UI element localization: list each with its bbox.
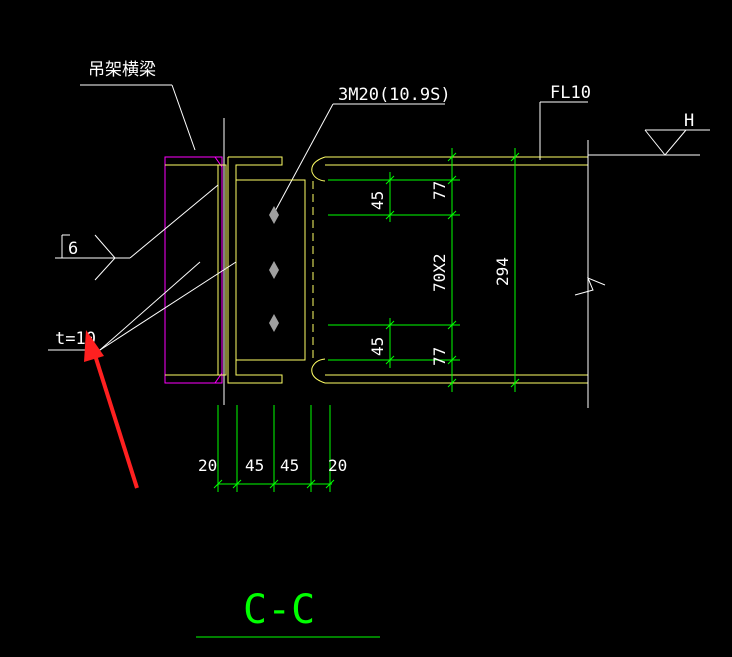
elevation-marker	[588, 129, 710, 156]
vertical-dimensions	[328, 148, 520, 392]
beam-label-leader	[80, 84, 196, 151]
dim-top-45: 45	[368, 191, 387, 210]
hdim-1: 20	[198, 456, 217, 475]
dim-top-77: 77	[430, 181, 449, 200]
weld-size-label: 6	[68, 239, 78, 259]
bolt-label-leader	[272, 103, 445, 216]
break-line	[574, 140, 606, 408]
hdim-3: 45	[280, 456, 299, 475]
weld-symbol	[55, 184, 219, 281]
dim-mid-70x2: 70X2	[430, 253, 449, 292]
red-arrow	[84, 330, 139, 489]
bolt-label: 3M20(10.9S)	[338, 85, 451, 105]
horizontal-dimensions	[213, 405, 335, 492]
beam-label: 吊架横梁	[88, 60, 156, 80]
hanger-beam	[164, 156, 223, 384]
elevation-label: H	[684, 111, 694, 131]
hdim-2: 45	[245, 456, 264, 475]
dim-total-294: 294	[493, 257, 512, 286]
bolt-icon	[269, 206, 279, 224]
main-beam	[311, 156, 588, 384]
section-title: C-C	[243, 587, 315, 633]
dim-bot-45: 45	[368, 337, 387, 356]
connection-plate	[165, 156, 306, 384]
flange-label: FL10	[550, 83, 591, 103]
dim-bot-77: 77	[430, 347, 449, 366]
flange-label-leader	[539, 101, 588, 160]
bolt-group	[269, 206, 279, 332]
bolt-icon	[269, 314, 279, 332]
hdim-4: 20	[328, 456, 347, 475]
bolt-icon	[269, 261, 279, 279]
